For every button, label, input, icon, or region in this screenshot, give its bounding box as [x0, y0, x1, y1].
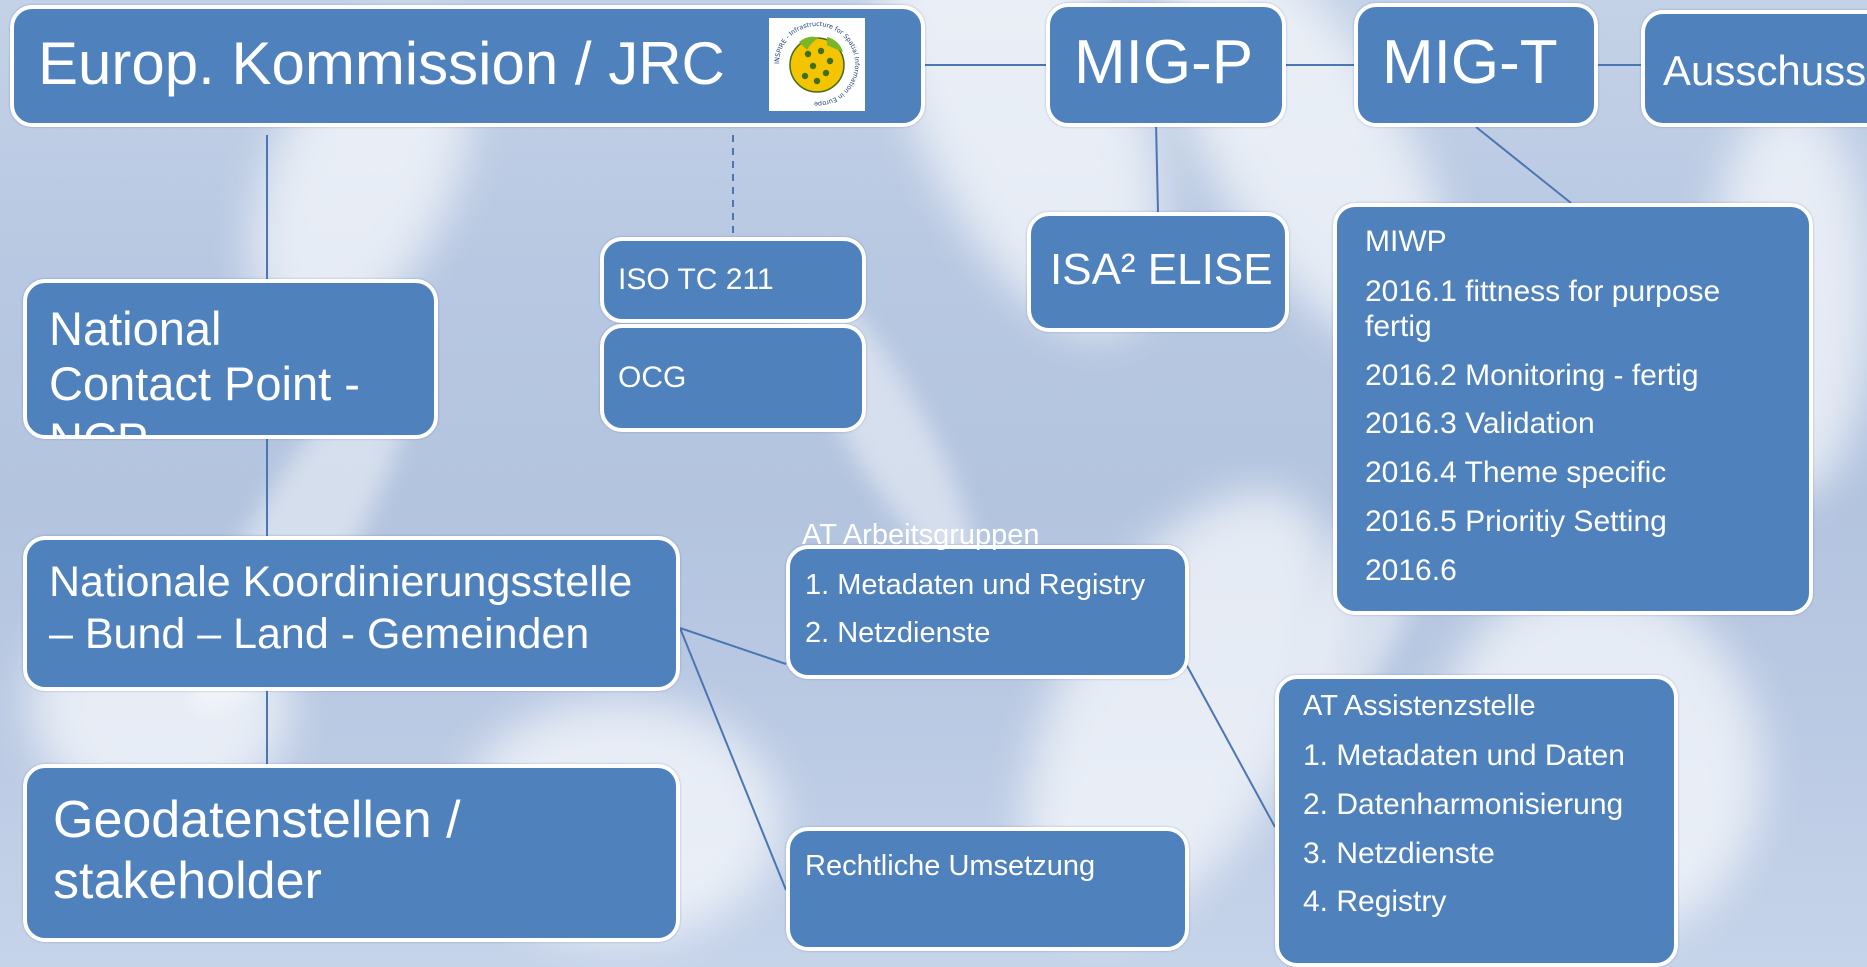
edge-migt-miwp: [1475, 126, 1572, 204]
assistenzstelle-title: AT Assistenzstelle: [1303, 690, 1536, 722]
miwp-item: 2016.6: [1365, 553, 1457, 587]
arbeitsgruppen-item: 1. Metadaten und Registry: [805, 569, 1146, 601]
edge-arbeitsgruppen-assistenz: [1184, 661, 1276, 828]
rechtliche-umsetzung-box: Rechtliche Umsetzung: [786, 827, 1189, 951]
miwp-item: 2016.1 fittness for purpose fertig: [1365, 275, 1721, 343]
edge-nks-arbeitsgruppen: [679, 627, 787, 665]
mig-p-title: MIG-P: [1074, 28, 1254, 97]
edge-nks-rechtlich: [679, 627, 787, 891]
assistenzstelle-item: 1. Metadaten und Daten: [1303, 739, 1625, 772]
geodaten-title: Geodatenstellen / stakeholder: [53, 791, 461, 911]
arbeitsgruppen-items: 1. Metadaten und Registry 2. Netzdienste: [805, 569, 1175, 650]
ocg-box: OCG: [600, 324, 866, 432]
assistenzstelle-box: AT Assistenzstelle 1. Metadaten und Date…: [1275, 675, 1678, 967]
miwp-items: 2016.1 fittness for purpose fertig 2016.…: [1365, 275, 1753, 589]
mig-t-box: MIG-T: [1354, 3, 1598, 127]
inspire-logo: INSPIRE - Infrastructure for Spatial Inf…: [769, 18, 865, 111]
arbeitsgruppen-box: 1. Metadaten und Registry 2. Netzdienste: [786, 545, 1189, 679]
commission-title: Europ. Kommission / JRC: [38, 30, 725, 97]
rechtliche-umsetzung-title: Rechtliche Umsetzung: [805, 850, 1096, 882]
nks-box: Nationale Koordinierungsstelle – Bund – …: [23, 536, 680, 691]
edge-migp-isa: [1155, 122, 1159, 213]
miwp-item: 2016.5 Prioritiy Setting: [1365, 504, 1667, 538]
iso-tc211-box: ISO TC 211: [600, 237, 866, 323]
geodaten-box: Geodatenstellen / stakeholder: [23, 764, 680, 942]
ncp-box: National Contact Point - NCP: [23, 279, 438, 439]
miwp-item: 2016.4 Theme specific: [1365, 456, 1667, 490]
miwp-item: 2016.2 Monitoring - fertig: [1365, 358, 1699, 392]
mig-t-title: MIG-T: [1382, 28, 1558, 97]
arbeitsgruppen-title: AT Arbeitsgruppen: [802, 519, 1040, 551]
assistenzstelle-items: 1. Metadaten und Daten 2. Datenharmonisi…: [1303, 739, 1664, 920]
ncp-title: National Contact Point - NCP: [49, 302, 360, 435]
mig-p-box: MIG-P: [1046, 3, 1286, 127]
arbeitsgruppen-item: 2. Netzdienste: [805, 616, 991, 649]
isa-elise-box: ISA² ELISE: [1027, 212, 1289, 332]
ocg-title: OCG: [618, 361, 687, 394]
ausschuss-box: Ausschuss: [1641, 10, 1867, 127]
miwp-title: MIWP: [1365, 225, 1447, 258]
nks-title: Nationale Koordinierungsstelle – Bund – …: [49, 558, 633, 658]
assistenzstelle-item: 2. Datenharmonisierung: [1303, 787, 1624, 821]
assistenzstelle-item: 3. Netzdienste: [1303, 836, 1495, 870]
isa-elise-title: ISA² ELISE: [1050, 245, 1273, 294]
iso-tc211-title: ISO TC 211: [618, 263, 774, 296]
ausschuss-title: Ausschuss: [1663, 47, 1867, 94]
miwp-item: 2016.3 Validation: [1365, 407, 1595, 441]
assistenzstelle-item: 4. Registry: [1303, 885, 1447, 919]
miwp-box: MIWP 2016.1 fittness for purpose fertig …: [1333, 203, 1813, 615]
